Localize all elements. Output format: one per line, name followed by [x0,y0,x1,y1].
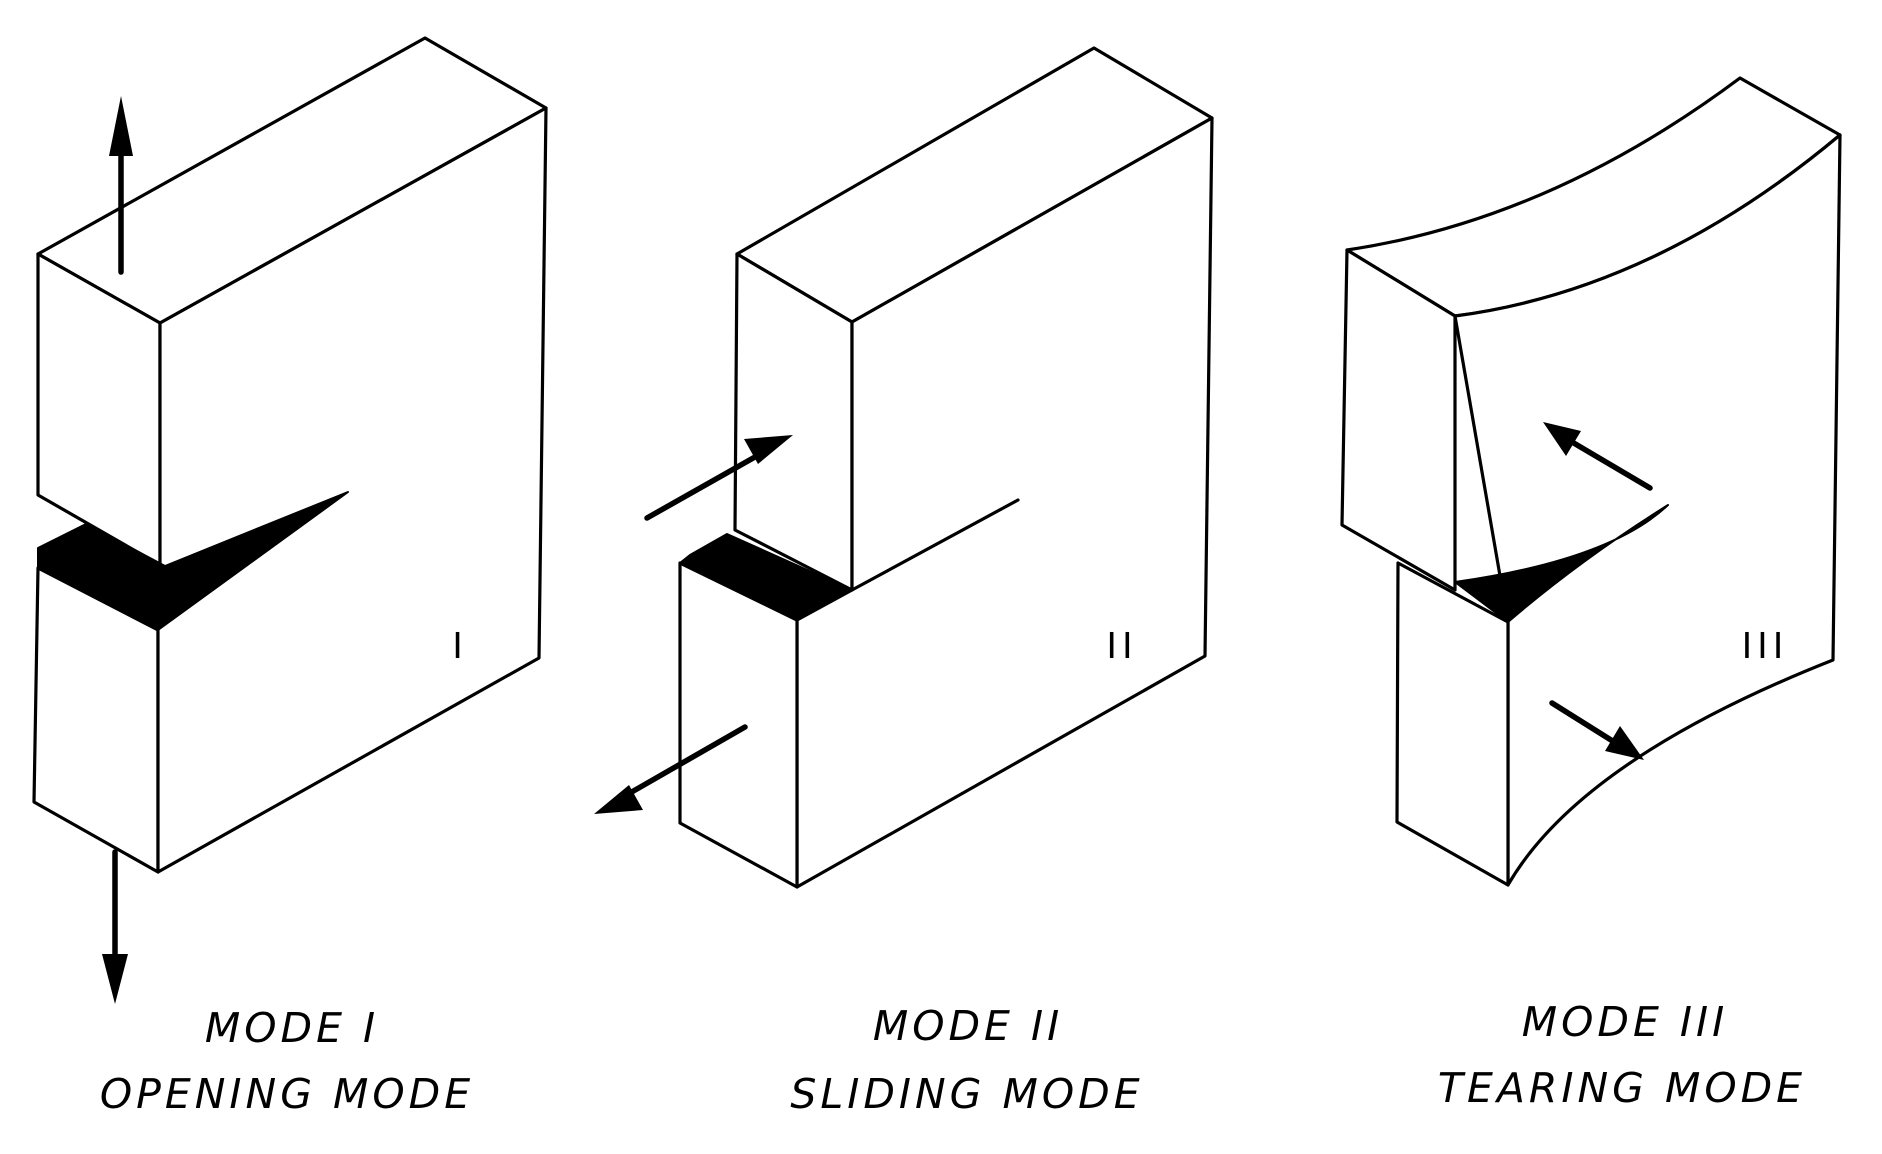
arrow-up-left-icon [1543,422,1653,491]
mode-1-upper-block [36,36,548,567]
arrow-up-icon [109,96,133,275]
mode-1-numeral: I [452,626,468,667]
mode-3-title: MODE III [1522,998,1728,1046]
mode-2-crack-band [679,533,853,621]
mode-3-numeral: III [1742,626,1789,667]
mode-3-crack-wedge [1454,504,1669,623]
mode-3-upper-block [1340,76,1842,592]
mode-2-crack-front-line [850,498,1020,592]
mode-1-crack-wedge [37,491,349,631]
mode-3-figure: III [1340,76,1842,887]
mode-3-front-face [1453,133,1842,887]
mode-1-subtitle: OPENING MODE [100,1070,474,1118]
mode-3-upper-side-face [1340,248,1457,592]
mode-1-figure: I [32,36,548,1004]
mode-2-numeral: II [1106,626,1137,667]
mode-3-lower-side-face [1395,561,1510,887]
mode-2-title: MODE II [873,1002,1063,1050]
arrow-down-icon [102,849,128,1004]
arrow-left-icon [594,724,748,814]
arrow-right-icon [644,435,793,521]
mode-1-title: MODE I [205,1004,379,1052]
mode-2-figure: II [594,46,1214,889]
arrow-down-right-icon [1549,700,1644,760]
mode-3-subtitle: TEARING MODE [1438,1064,1806,1112]
mode-2-subtitle: SLIDING MODE [790,1070,1143,1118]
